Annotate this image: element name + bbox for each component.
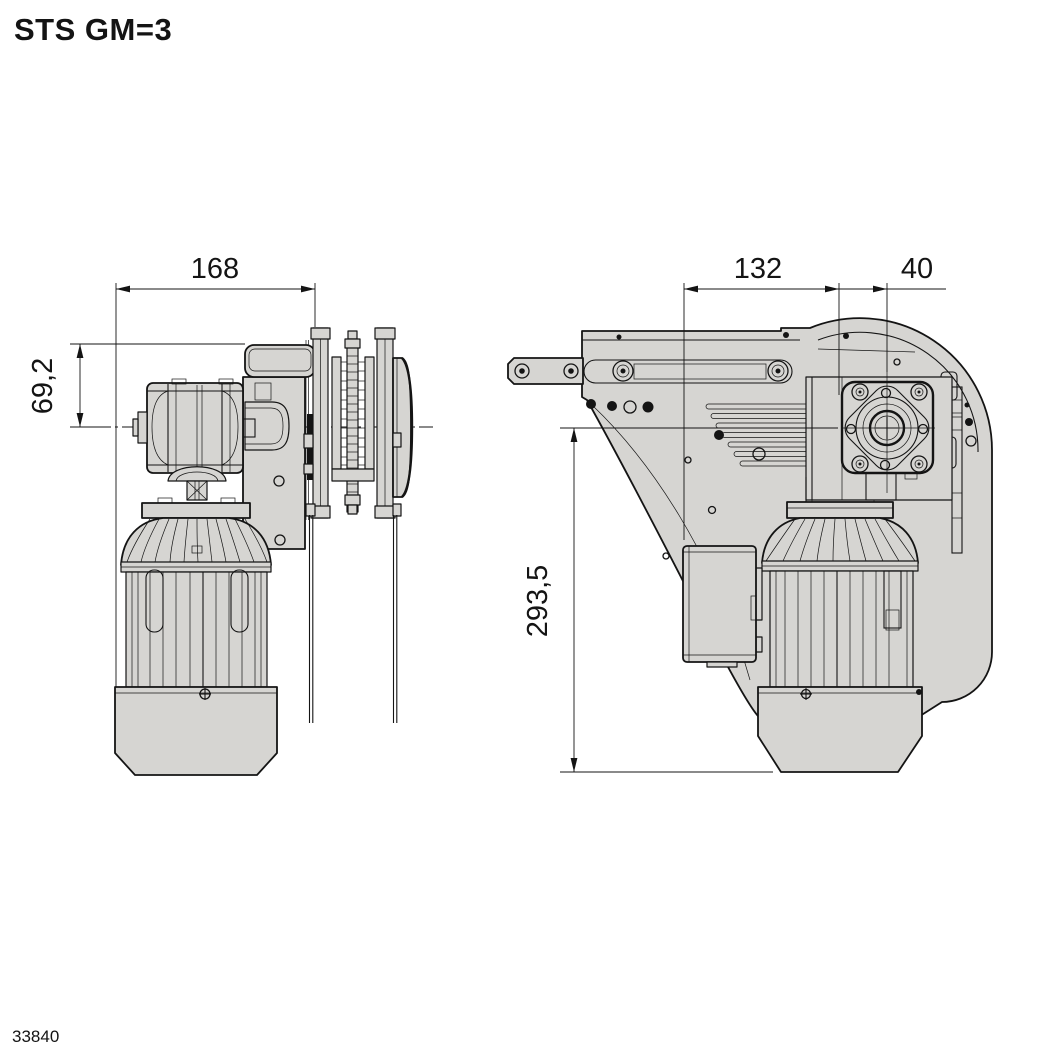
drawing-number: 33840	[12, 1027, 59, 1046]
motor-end-cap	[114, 686, 278, 776]
shaft-stub-left	[137, 411, 148, 444]
tie-rod-slot	[145, 569, 164, 633]
motor-tab	[755, 636, 763, 653]
motor-top-plate	[141, 502, 251, 519]
dimension-293-5: 293,5	[522, 427, 838, 773]
dim-label-40: 40	[901, 253, 933, 285]
sprocket-flange	[364, 356, 375, 470]
sprocket-teeth	[341, 361, 365, 466]
dimension-40: 40	[873, 253, 933, 372]
gearbox-flange	[805, 372, 953, 501]
dimension-168: 168	[115, 253, 316, 687]
flange-bolts	[845, 383, 929, 473]
motor-front	[754, 477, 923, 773]
tie-rod-slot	[230, 569, 249, 633]
shaft-cover	[242, 401, 290, 451]
drawing-title: STS GM=3	[14, 12, 172, 47]
pedestal	[167, 466, 227, 501]
sprocket-flange	[331, 356, 342, 470]
motor-top-plate	[786, 501, 894, 519]
dim-label-293-5: 293,5	[522, 565, 554, 638]
dim-label-69-2: 69,2	[27, 358, 59, 414]
adjustment-slot	[583, 359, 793, 384]
top-cover-block	[244, 344, 316, 378]
motor-body	[769, 570, 914, 688]
side-view	[95, 327, 433, 776]
plate-holes	[586, 332, 901, 560]
tow-bar	[507, 357, 584, 385]
motor-end-cap	[757, 686, 923, 773]
flange-casting	[844, 385, 930, 471]
gearbox-side	[132, 378, 244, 474]
motor-side	[114, 497, 278, 776]
dim-label-168: 168	[191, 253, 239, 285]
chain-strand	[346, 339, 359, 513]
dimension-69-2: 69,2	[27, 343, 245, 428]
dimension-132: 132	[683, 253, 946, 540]
chain-wheel-assembly	[303, 327, 414, 723]
junction-box	[682, 545, 757, 668]
dim-label-132: 132	[734, 253, 782, 285]
flange-neck	[865, 472, 897, 501]
front-view	[507, 317, 993, 773]
fan-cover	[120, 517, 272, 566]
motor-body	[125, 571, 268, 688]
chain-falls	[308, 515, 398, 723]
